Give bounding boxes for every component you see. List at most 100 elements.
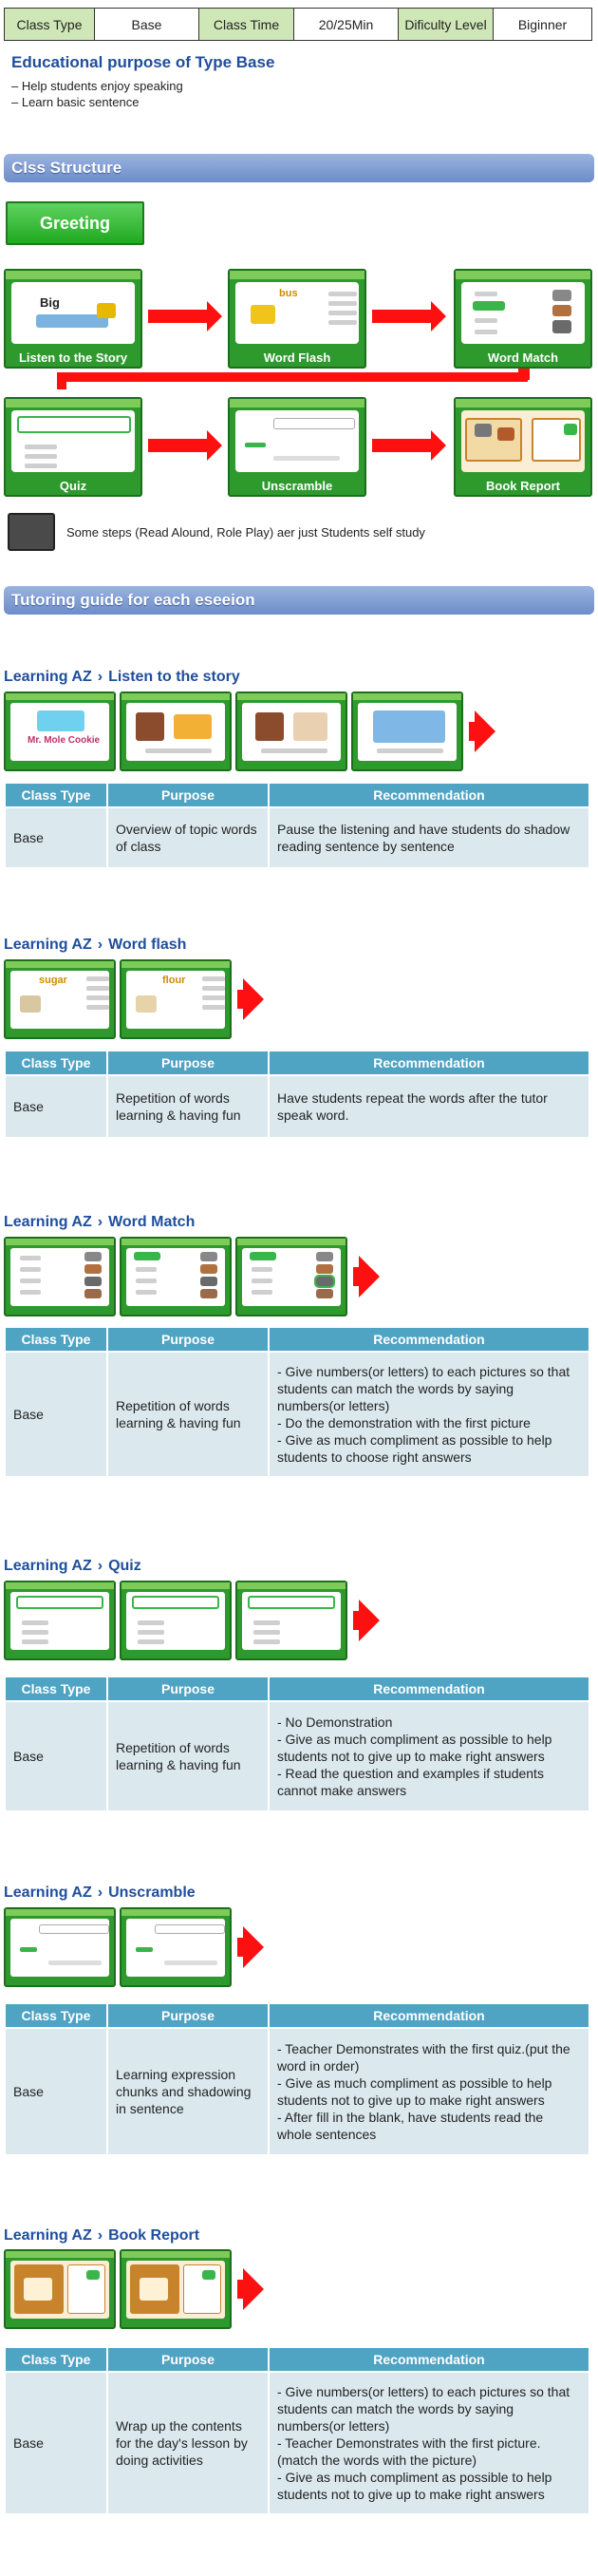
cell-recommendation: Pause the listening and have students do… — [268, 806, 590, 869]
difficulty-value: Biginner — [493, 8, 592, 41]
chevron-right-icon: › — [97, 669, 103, 685]
cell-purpose: Repetition of words learning & having fu… — [106, 1700, 270, 1812]
next-arrow-icon — [469, 710, 495, 752]
screen-thumb: sugar — [4, 959, 116, 1039]
brand-label: Learning AZ — [4, 1214, 92, 1230]
section-name: Unscramble — [108, 1885, 196, 1901]
col-class-type: Class Type — [4, 782, 108, 808]
flow-arrow — [148, 430, 222, 461]
col-purpose: Purpose — [106, 2346, 270, 2373]
flow-arrow — [148, 301, 222, 331]
step-card-listen: Big Listen to the Story — [4, 269, 142, 369]
flow-arrow — [372, 301, 446, 331]
self-study-note: Some steps (Read Alound, Role Play) aer … — [66, 525, 425, 540]
cell-purpose: Learning expression chunks and shadowing… — [106, 2027, 270, 2156]
education-points: Help students enjoy speaking Learn basic… — [11, 78, 183, 110]
step-caption: Quiz — [59, 479, 87, 493]
section-title-unscramble: Learning AZ › Unscramble — [4, 1885, 196, 1902]
cell-purpose: Repetition of words learning & having fu… — [106, 1074, 270, 1139]
screen-thumb — [4, 2249, 116, 2329]
flow-connector — [57, 372, 66, 389]
step-caption: Unscramble — [261, 479, 333, 493]
section-title-word-match: Learning AZ › Word Match — [4, 1214, 195, 1231]
next-arrow-icon — [237, 1926, 264, 1968]
cell-class-type: Base — [4, 2371, 108, 2515]
thumb-word: flour — [162, 975, 186, 986]
brand-label: Learning AZ — [4, 669, 92, 685]
col-purpose: Purpose — [106, 1326, 270, 1353]
tutoring-guide-band: Tutoring guide for each eseeion — [4, 586, 594, 615]
screen-thumb — [120, 1907, 232, 1987]
brand-label: Learning AZ — [4, 2227, 92, 2244]
screen-word-bus: bus — [279, 288, 298, 299]
screen-thumb — [351, 691, 463, 771]
cell-recommendation: - No Demonstration - Give as much compli… — [268, 1700, 590, 1812]
col-class-type: Class Type — [4, 1050, 108, 1076]
step-card-word-flash: bus Word Flash — [228, 269, 366, 369]
next-arrow-icon — [237, 978, 264, 1020]
col-purpose: Purpose — [106, 1676, 270, 1702]
cell-class-type: Base — [4, 806, 108, 869]
flow-arrow — [372, 430, 446, 461]
col-recommendation: Recommendation — [268, 782, 590, 808]
chevron-right-icon: › — [97, 2227, 103, 2244]
brand-label: Learning AZ — [4, 1885, 92, 1901]
class-type-value: Base — [94, 8, 199, 41]
guide-table-listen: Class Type Purpose Recommendation Base O… — [4, 782, 590, 869]
screen-word-big: Big — [40, 295, 60, 310]
screen-thumb — [120, 1237, 232, 1316]
cell-purpose: Repetition of words learning & having fu… — [106, 1351, 270, 1478]
cell-class-type: Base — [4, 1351, 108, 1478]
chevron-right-icon: › — [97, 1558, 103, 1574]
chevron-right-icon: › — [97, 937, 103, 953]
education-title: Educational purpose of Type Base — [11, 53, 275, 71]
chevron-right-icon: › — [97, 1885, 103, 1901]
education-point: Help students enjoy speaking — [11, 78, 183, 94]
next-arrow-icon — [353, 1600, 380, 1641]
col-class-type: Class Type — [4, 1326, 108, 1353]
cell-class-type: Base — [4, 1700, 108, 1812]
col-recommendation: Recommendation — [268, 2002, 590, 2029]
step-caption: Book Report — [486, 479, 560, 493]
cell-purpose: Overview of topic words of class — [106, 806, 270, 869]
step-caption: Word Match — [487, 350, 559, 365]
cell-recommendation: - Teacher Demonstrates with the first qu… — [268, 2027, 590, 2156]
screen-thumb — [120, 691, 232, 771]
class-info-table: Class Type Base Class Time 20/25Min Difi… — [4, 8, 592, 41]
col-recommendation: Recommendation — [268, 2346, 590, 2373]
screen-thumb: flour — [120, 959, 232, 1039]
step-card-unscramble: Unscramble — [228, 397, 366, 497]
cell-class-type: Base — [4, 2027, 108, 2156]
chevron-right-icon: › — [97, 1214, 103, 1230]
section-name: Quiz — [108, 1558, 141, 1574]
section-title-listen: Learning AZ › Listen to the story — [4, 669, 240, 686]
col-recommendation: Recommendation — [268, 1326, 590, 1353]
col-recommendation: Recommendation — [268, 1676, 590, 1702]
section-name: Listen to the story — [108, 669, 240, 685]
col-purpose: Purpose — [106, 2002, 270, 2029]
screen-thumb — [4, 1237, 116, 1316]
next-arrow-icon — [237, 2268, 264, 2310]
difficulty-label: Dificulty Level — [398, 8, 494, 41]
section-name: Book Report — [108, 2227, 200, 2244]
col-class-type: Class Type — [4, 2346, 108, 2373]
class-structure-band: Clss Structure — [4, 154, 594, 182]
screen-thumb — [120, 1581, 232, 1660]
self-study-legend-box — [8, 513, 55, 551]
flow-connector — [57, 372, 528, 382]
screen-thumb — [4, 1581, 116, 1660]
section-name: Word Match — [108, 1214, 196, 1230]
guide-table-word-flash: Class Type Purpose Recommendation Base R… — [4, 1050, 590, 1139]
col-purpose: Purpose — [106, 782, 270, 808]
col-class-type: Class Type — [4, 2002, 108, 2029]
section-title-book-report: Learning AZ › Book Report — [4, 2227, 199, 2245]
cell-recommendation: - Give numbers(or letters) to each pictu… — [268, 1351, 590, 1478]
class-time-value: 20/25Min — [293, 8, 399, 41]
guide-table-quiz: Class Type Purpose Recommendation Base R… — [4, 1676, 590, 1812]
guide-table-unscramble: Class Type Purpose Recommendation Base L… — [4, 2002, 590, 2156]
section-name: Word flash — [108, 937, 187, 953]
cell-purpose: Wrap up the contents for the day's lesso… — [106, 2371, 270, 2515]
greeting-box: Greeting — [6, 201, 144, 245]
step-caption: Word Flash — [263, 350, 331, 365]
screen-thumb — [235, 1581, 347, 1660]
